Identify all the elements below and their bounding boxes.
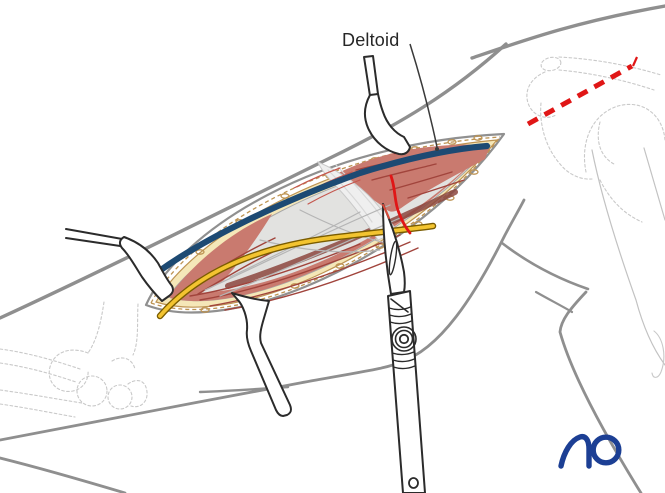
deltoid-muscle-region (332, 144, 490, 212)
retractor-left-handle-edge-2 (65, 237, 128, 248)
tendon-striations (327, 164, 383, 223)
epicondyle-outline (48, 349, 89, 392)
scapula-outline (540, 102, 593, 180)
scalpel-handle-hole (408, 477, 419, 489)
retractor-top (363, 55, 411, 156)
shoulder-bone-outlines (526, 56, 665, 223)
retractor-bottom-blade-and-shaft (231, 292, 292, 417)
body-outlines (0, 4, 665, 493)
retractor-top-blade (364, 93, 411, 156)
clavicle-end-bone (540, 56, 562, 72)
scalpel-blade-tip-blood (382, 204, 390, 219)
scalpel-handle (387, 290, 426, 493)
inner-arm-thin-line (591, 149, 665, 366)
clavicle-upper-edge (558, 56, 662, 76)
deltoid-leader-dot (435, 147, 439, 151)
retractor-left (65, 228, 174, 302)
ulna-edge-2 (0, 362, 77, 383)
scalpel-grip-bullseye (391, 326, 417, 352)
retractor-bottom (231, 292, 292, 417)
nerve (158, 224, 435, 318)
ao-logo: AO (558, 433, 622, 469)
muscle-layer (168, 144, 490, 302)
radius-edge-2 (0, 403, 76, 418)
deltoid-leader-line (409, 43, 438, 148)
surgical-wound (144, 131, 506, 320)
fat-texture-upper (150, 136, 501, 304)
incision-extension-tick (631, 56, 639, 67)
trochlea-outline (107, 384, 133, 410)
cephalic-vein (154, 142, 491, 276)
humerus-shaft-edge-1 (87, 301, 105, 354)
scalpel (382, 203, 426, 493)
clavicle-lower-edge (558, 69, 655, 91)
forearm-lower-contour (0, 456, 127, 493)
elbow-bone-outlines (0, 301, 148, 418)
scalpel-blade-slot (388, 240, 398, 276)
humeral-neck-outline (599, 179, 643, 223)
radius-edge-1 (0, 389, 83, 404)
humeral-head-outline (583, 103, 665, 173)
neck-contour (470, 4, 665, 60)
humerus-shaft-edge-2 (132, 303, 139, 356)
retractor-left-blade (118, 236, 174, 302)
incision-extension (526, 56, 639, 127)
ulna-edge-1 (0, 348, 81, 370)
retractor-left-handle-edge-1 (65, 228, 129, 241)
deltoid-label: Deltoid (342, 30, 399, 50)
ao-logo-letter-a (558, 433, 592, 469)
scalpel-grip-grooves (388, 306, 416, 370)
olecranon-outline (111, 357, 136, 370)
shoulder-thin-line (643, 147, 665, 221)
trochlear-notch-outline (127, 380, 148, 408)
axillary-fold-contour (0, 198, 526, 442)
acromion-outline (526, 71, 557, 118)
deltoid-annotation: Deltoid (342, 30, 439, 151)
muscle-shadow-band (225, 189, 458, 289)
scalpel-handle-facet-line (390, 298, 409, 313)
muscle-split-cut-line (389, 174, 412, 235)
fascia-fibers (204, 204, 401, 297)
retractor-top-shaft (363, 55, 379, 97)
glenoid-outline (597, 121, 615, 165)
ao-logo-letter-o (590, 434, 622, 466)
pectoral-fold-line (500, 241, 590, 291)
distal-muscle-patch (168, 214, 272, 298)
hand-thin-outline (651, 330, 665, 378)
arm-top-contour (0, 42, 508, 320)
pectoral-fold-branch (534, 290, 574, 314)
capitellum-outline (76, 375, 108, 407)
incision-extension-dashed-line (526, 63, 634, 127)
